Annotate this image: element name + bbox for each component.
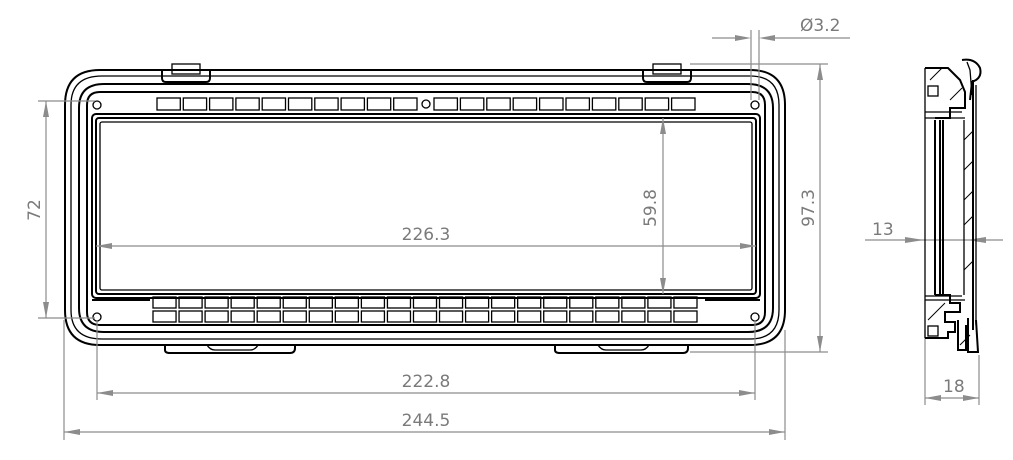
vent-slot xyxy=(438,310,464,323)
bottom-tab-left xyxy=(164,344,296,354)
section-hatch xyxy=(927,67,974,346)
vent-slot xyxy=(565,97,591,111)
vent-slot xyxy=(517,310,542,323)
vent-slot xyxy=(178,310,203,323)
vent-slot xyxy=(459,97,485,111)
dimension-labels: Ø3.2 72 97.3 59.8 226.3 222.8 244.5 13 1… xyxy=(25,16,965,431)
vent-slot xyxy=(673,310,698,323)
dim-window-height: 59.8 xyxy=(641,189,661,227)
vent-slot xyxy=(569,296,594,309)
vent-slot xyxy=(334,296,360,309)
vent-slot xyxy=(156,97,181,111)
vent-slot xyxy=(208,97,234,111)
vent-slot xyxy=(152,310,177,323)
vent-slot xyxy=(282,310,307,323)
vent-slot xyxy=(464,296,490,309)
vent-slot xyxy=(230,296,255,309)
top-clip-right xyxy=(642,63,692,83)
vent-slot xyxy=(543,296,568,309)
vent-slot xyxy=(673,296,698,309)
dim-overall-width: 244.5 xyxy=(402,411,451,431)
dim-hole-horizontal-spacing: 222.8 xyxy=(402,372,451,392)
vent-slot xyxy=(490,296,516,309)
vent-slot xyxy=(204,296,229,309)
dim-side-thickness: 13 xyxy=(872,220,894,240)
vent-slot xyxy=(412,296,438,309)
vent-slot xyxy=(543,310,568,323)
vent-slot xyxy=(314,97,339,111)
vent-slot xyxy=(366,97,392,111)
vent-slot xyxy=(282,296,307,309)
vent-slot xyxy=(360,310,386,323)
vent-slots xyxy=(152,97,698,323)
center-hole-icon xyxy=(421,99,431,109)
vent-slot xyxy=(235,97,260,111)
vent-slot xyxy=(438,296,464,309)
vent-slot xyxy=(486,97,511,111)
mounting-hole-icon xyxy=(92,312,102,322)
dim-hole-diameter: Ø3.2 xyxy=(800,16,840,36)
vent-slot xyxy=(517,296,542,309)
vent-slot xyxy=(595,296,620,309)
vent-slot xyxy=(261,97,287,111)
front-view xyxy=(64,63,786,354)
vent-slot xyxy=(256,310,281,323)
vent-slot xyxy=(386,310,412,323)
dimension-lines xyxy=(38,30,1003,440)
mounting-hole-icon xyxy=(92,100,102,110)
vent-slot xyxy=(595,310,620,323)
vent-slot xyxy=(178,296,203,309)
dim-window-width: 226.3 xyxy=(402,225,451,245)
vent-slot xyxy=(618,97,643,111)
vent-slot xyxy=(490,310,516,323)
dim-hole-vertical-spacing: 72 xyxy=(25,199,45,221)
mounting-hole-icon xyxy=(750,100,760,110)
side-view xyxy=(924,58,982,353)
bottom-tab-right xyxy=(554,344,689,354)
vent-slot xyxy=(647,296,672,309)
vent-slot xyxy=(538,97,564,111)
vent-slot xyxy=(152,296,177,309)
vent-slot xyxy=(204,310,229,323)
vent-slot xyxy=(287,97,313,111)
vent-slot xyxy=(621,310,646,323)
vent-slot xyxy=(230,310,255,323)
top-clip-left xyxy=(161,63,211,83)
vent-slot xyxy=(412,310,438,323)
vent-slot xyxy=(308,310,333,323)
vent-slot xyxy=(433,97,459,111)
vent-slot xyxy=(644,97,670,111)
dim-side-depth: 18 xyxy=(943,377,965,397)
vent-slot xyxy=(569,310,594,323)
vent-slot xyxy=(386,296,412,309)
vent-slot xyxy=(308,296,333,309)
vent-slot xyxy=(670,97,696,111)
vent-slot xyxy=(256,296,281,309)
mounting-hole-icon xyxy=(750,312,760,322)
vent-slot xyxy=(393,97,418,111)
vent-slot xyxy=(360,296,386,309)
vent-slot xyxy=(647,310,672,323)
vent-slot xyxy=(340,97,366,111)
dim-overall-height: 97.3 xyxy=(799,189,819,227)
vent-slot xyxy=(464,310,490,323)
vent-slot xyxy=(591,97,617,111)
vent-slot xyxy=(512,97,538,111)
vent-slot xyxy=(334,310,360,323)
vent-slot xyxy=(182,97,208,111)
vent-slot xyxy=(621,296,646,309)
